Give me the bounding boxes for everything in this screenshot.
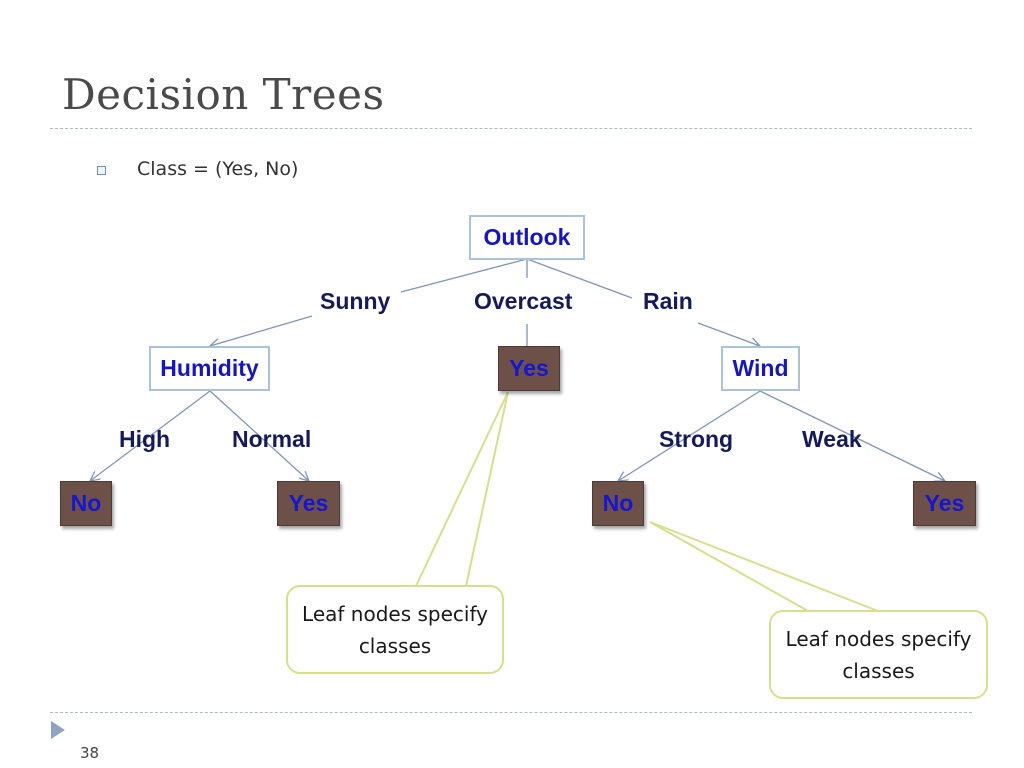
title-divider bbox=[50, 128, 972, 129]
triangle-arrow-icon bbox=[51, 721, 65, 739]
edge-humidity-normal bbox=[209, 390, 309, 481]
leaf-overcast-yes: Yes bbox=[498, 346, 560, 391]
callout-left-pointer bbox=[415, 391, 509, 587]
bullet-text: Class = (Yes, No) bbox=[137, 158, 299, 180]
edge-label-high: High bbox=[119, 426, 171, 452]
edge-label-overcast: Overcast bbox=[474, 288, 573, 314]
callout-right-pointer bbox=[649, 521, 879, 612]
edge-root-sunny bbox=[400, 258, 528, 293]
leaf-strong-no: No bbox=[592, 481, 644, 526]
node-outlook: Outlook bbox=[469, 215, 585, 260]
edge-label-rain: Rain bbox=[643, 288, 693, 314]
callout-leaf-nodes-left: Leaf nodes specify classes bbox=[286, 585, 504, 674]
edge-wind-weak bbox=[759, 390, 945, 481]
leaf-high-no: No bbox=[60, 481, 112, 526]
edge-label-strong: Strong bbox=[659, 426, 734, 452]
node-humidity: Humidity bbox=[149, 346, 270, 391]
callout-leaf-nodes-right: Leaf nodes specify classes bbox=[769, 610, 988, 699]
page-number: 38 bbox=[80, 744, 100, 762]
leaf-weak-yes: Yes bbox=[913, 481, 976, 526]
footer-divider bbox=[50, 712, 972, 713]
edge-humidity-high bbox=[90, 390, 211, 481]
slide-title: Decision Trees bbox=[62, 70, 385, 119]
node-wind: Wind bbox=[721, 346, 800, 391]
edge-root-rain-lower bbox=[697, 322, 760, 346]
leaf-normal-yes: Yes bbox=[277, 481, 340, 526]
edge-label-sunny: Sunny bbox=[320, 288, 391, 314]
edge-root-rain bbox=[526, 258, 633, 299]
edge-root-sunny-lower bbox=[210, 315, 313, 346]
hollow-square-bullet-icon bbox=[97, 166, 106, 175]
edge-label-weak: Weak bbox=[802, 426, 862, 452]
edge-wind-strong bbox=[618, 390, 761, 481]
edge-label-normal: Normal bbox=[232, 426, 312, 452]
